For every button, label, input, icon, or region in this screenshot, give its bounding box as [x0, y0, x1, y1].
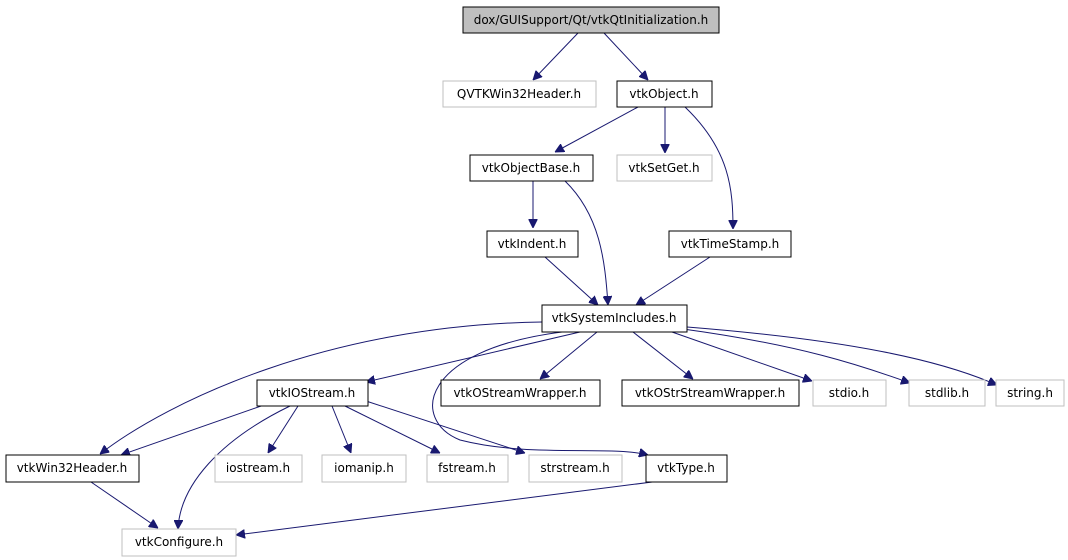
edge-root-to-qvtkwin32 [533, 32, 579, 80]
edge-vtkindent-to-vtksysinc [544, 256, 598, 305]
node-label: vtkObjectBase.h [482, 161, 580, 175]
node-box [541, 304, 688, 333]
node-box [5, 454, 140, 483]
node-box [440, 379, 601, 407]
node-label: stdio.h [829, 386, 869, 400]
edge-vtkobject-to-vtktimestamp [684, 106, 733, 229]
node-vtkostrstreamwrapper[interactable]: vtkOStrStreamWrapper.h [621, 379, 800, 407]
edge-vtkobjectbase-to-vtksysinc [564, 180, 608, 305]
node-string[interactable]: string.h [995, 379, 1065, 407]
edge-vtkiostream-to-iomanip [331, 405, 351, 453]
node-label: vtkOStrStreamWrapper.h [635, 386, 785, 400]
node-label: vtkType.h [657, 461, 715, 475]
edge-vtksysinc-to-vtkostrstream [632, 331, 693, 379]
node-label: vtkObject.h [629, 87, 698, 101]
edge-vtkwin32-to-vtkconfigure [90, 481, 158, 528]
node-vtkconfigure[interactable]: vtkConfigure.h [121, 528, 237, 557]
node-box [995, 379, 1065, 407]
node-vtksystemincludes[interactable]: vtkSystemIncludes.h [541, 304, 688, 333]
node-label: vtkSetGet.h [628, 161, 699, 175]
node-vtkwin32header[interactable]: vtkWin32Header.h [5, 454, 140, 483]
node-iostream[interactable]: iostream.h [214, 454, 303, 483]
node-label: iomanip.h [334, 461, 394, 475]
node-vtktype[interactable]: vtkType.h [645, 454, 728, 483]
node-label: vtkWin32Header.h [17, 461, 128, 475]
node-vtkostreamwrapper[interactable]: vtkOStreamWrapper.h [440, 379, 601, 407]
node-box [426, 454, 509, 483]
edges [90, 32, 997, 535]
node-stdlib[interactable]: stdlib.h [908, 379, 986, 407]
node-label: strstream.h [540, 461, 609, 475]
node-stdio[interactable]: stdio.h [812, 379, 887, 407]
node-iomanip[interactable]: iomanip.h [321, 454, 407, 483]
node-box [469, 154, 594, 182]
node-box [812, 379, 887, 407]
node-box [668, 230, 792, 258]
node-label: stdlib.h [925, 386, 969, 400]
node-label: dox/GUISupport/Qt/vtkQtInitialization.h [474, 13, 709, 27]
edge-vtksysinc-to-stdio [671, 331, 812, 381]
node-box [908, 379, 986, 407]
edge-vtkiostream-to-strstream [365, 400, 525, 453]
node-label: iostream.h [226, 461, 290, 475]
node-label: vtkIndent.h [498, 237, 567, 251]
node-vtkobjectbase[interactable]: vtkObjectBase.h [469, 154, 594, 182]
node-box [616, 154, 713, 182]
edge-vtkiostream-to-fstream [344, 405, 440, 453]
node-box [528, 454, 623, 483]
node-vtksetget[interactable]: vtkSetGet.h [616, 154, 713, 182]
nodes: dox/GUISupport/Qt/vtkQtInitialization.h … [5, 6, 1065, 557]
node-fstream[interactable]: fstream.h [426, 454, 509, 483]
node-box [442, 80, 597, 108]
edge-vtksysinc-to-vtktype [432, 331, 648, 455]
node-box [121, 528, 237, 557]
node-root[interactable]: dox/GUISupport/Qt/vtkQtInitialization.h [462, 6, 720, 34]
node-label: QVTKWin32Header.h [457, 87, 581, 101]
node-vtkobject[interactable]: vtkObject.h [616, 80, 713, 108]
edge-vtksysinc-to-string [686, 326, 997, 385]
node-label: vtkIOStream.h [269, 386, 356, 400]
node-box [645, 454, 728, 483]
edge-vtksysinc-to-vtkostreamwrapper [540, 331, 598, 379]
edge-vtktype-to-vtkconfigure [236, 480, 661, 535]
edge-vtkiostream-to-iostream [268, 405, 299, 453]
node-box [321, 454, 407, 483]
node-label: fstream.h [438, 461, 496, 475]
node-label: vtkSystemIncludes.h [552, 311, 677, 325]
node-vtktimestamp[interactable]: vtkTimeStamp.h [668, 230, 792, 258]
node-box [214, 454, 303, 483]
node-qvtkwin32header[interactable]: QVTKWin32Header.h [442, 80, 597, 108]
edge-vtkiostream-to-vtkwin32 [121, 404, 265, 455]
node-box [462, 6, 720, 34]
node-strstream[interactable]: strstream.h [528, 454, 623, 483]
edge-vtkobject-to-vtkobjectbase [555, 106, 639, 152]
node-vtkiostream[interactable]: vtkIOStream.h [256, 379, 369, 407]
edge-vtksysinc-to-stdlib [682, 328, 910, 383]
node-label: string.h [1007, 386, 1053, 400]
edge-vtksysinc-to-vtkwin32 [100, 321, 543, 454]
node-box [621, 379, 800, 407]
node-box [486, 230, 579, 258]
edge-vtktimestamp-to-vtksysinc [636, 256, 711, 305]
node-label: vtkTimeStamp.h [681, 237, 780, 251]
node-vtkindent[interactable]: vtkIndent.h [486, 230, 579, 258]
node-box [256, 379, 369, 407]
edge-vtkiostream-to-vtkconfigure [178, 405, 291, 529]
node-label: vtkConfigure.h [135, 535, 223, 549]
node-box [616, 80, 713, 108]
node-label: vtkOStreamWrapper.h [453, 386, 586, 400]
edge-root-to-vtkobject [603, 32, 648, 80]
